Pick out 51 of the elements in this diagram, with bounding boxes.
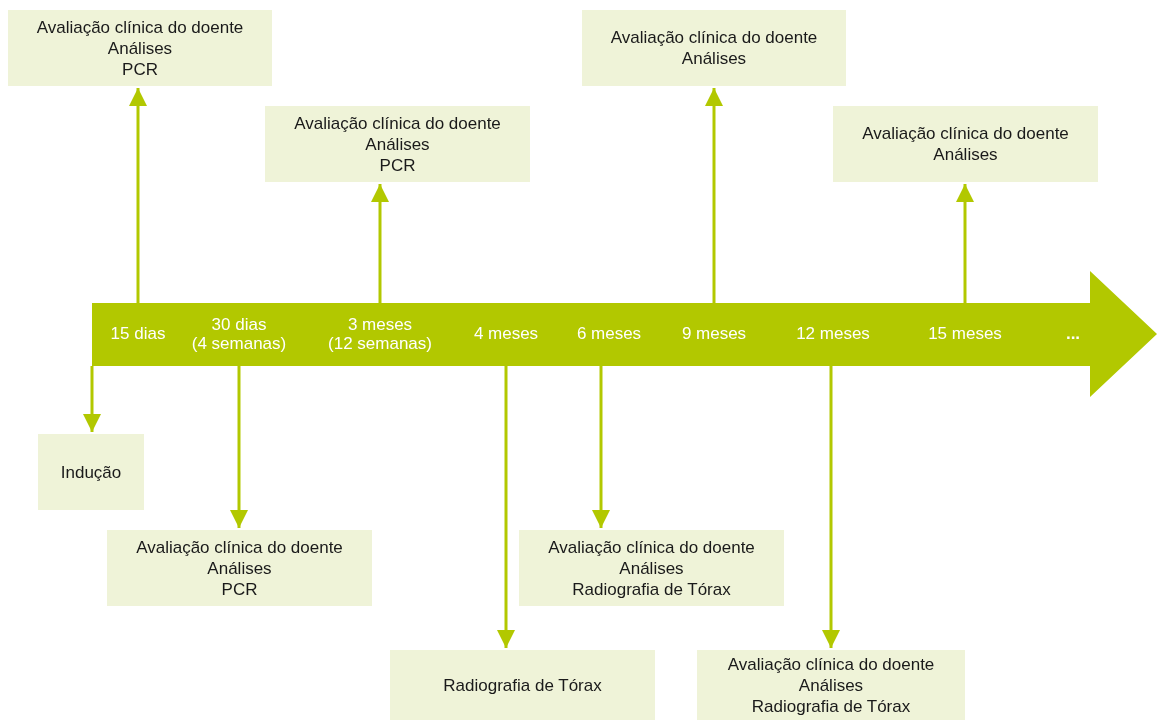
- ellipsis-text: ...: [1065, 325, 1081, 343]
- note-box: [833, 106, 1098, 182]
- arrow: [705, 88, 723, 303]
- box-text: Análises: [107, 37, 173, 59]
- box-text: Análises: [207, 557, 272, 579]
- box-text: Análises: [681, 48, 747, 69]
- arrow: [822, 366, 840, 648]
- box-text: Avaliação clínica do doente: [727, 653, 935, 675]
- note-box: [582, 10, 846, 86]
- time-label: 15 dias: [110, 325, 166, 343]
- box-text: PCR: [221, 578, 258, 600]
- box-text: Avaliação clínica do doente: [294, 112, 501, 134]
- box-text: Análises: [933, 144, 998, 165]
- time-label: 3 meses: [347, 316, 413, 334]
- box-text: Radiografia de Tórax: [572, 578, 731, 600]
- time-label: 12 meses: [796, 325, 870, 343]
- time-label: 30 dias: [211, 316, 267, 334]
- box-text: Radiografia de Tórax: [443, 674, 602, 696]
- time-label: 6 meses: [576, 325, 642, 343]
- arrow: [129, 88, 147, 303]
- box-text: PCR: [379, 154, 416, 176]
- arrow: [592, 366, 610, 528]
- arrow: [83, 366, 101, 432]
- arrow: [371, 184, 389, 303]
- box-text: Avaliação clínica do doente: [548, 536, 755, 558]
- note-box: [519, 530, 784, 606]
- time-label: (4 semanas): [191, 335, 287, 353]
- box-text: Análises: [619, 557, 684, 579]
- note-box: [38, 434, 144, 510]
- time-label: (12 semanas): [328, 335, 432, 353]
- time-label: 4 meses: [473, 325, 539, 343]
- timeline-arrow: [92, 271, 1157, 397]
- box-text: Análises: [365, 133, 430, 155]
- time-label: 15 meses: [928, 325, 1002, 343]
- box-text: Radiografia de Tórax: [751, 695, 911, 717]
- note-box: [107, 530, 372, 606]
- box-text: Indução: [60, 461, 122, 483]
- arrow: [956, 184, 974, 303]
- box-text: Avaliação clínica do doente: [136, 536, 343, 558]
- box-text: PCR: [122, 58, 158, 80]
- arrow: [230, 366, 248, 528]
- box-text: Avaliação clínica do doente: [862, 123, 1069, 144]
- box-text: Avaliação clínica do doente: [610, 27, 818, 48]
- time-label: 9 meses: [681, 325, 747, 343]
- arrow: [497, 366, 515, 648]
- note-box: [8, 10, 272, 86]
- note-box: [390, 650, 655, 720]
- box-text: Análises: [798, 674, 864, 696]
- note-box: [265, 106, 530, 182]
- note-box: [697, 650, 965, 720]
- box-text: Avaliação clínica do doente: [36, 16, 244, 38]
